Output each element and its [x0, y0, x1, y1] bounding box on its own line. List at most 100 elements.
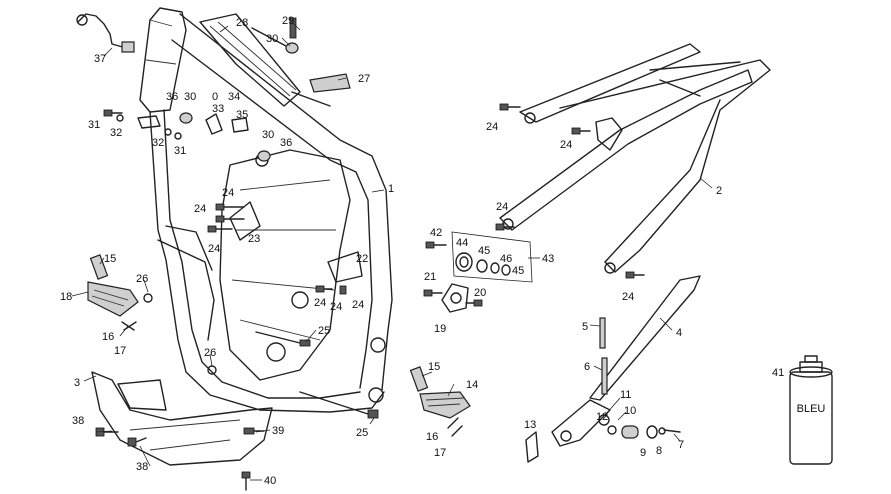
callout-24-f: 24: [352, 299, 364, 311]
callout-23: 23: [248, 233, 260, 245]
bolt-icon: [255, 331, 311, 347]
callout-45-a: 45: [478, 245, 490, 257]
callout-0: 0: [212, 91, 218, 103]
callout-26-a: 26: [136, 273, 148, 285]
callout-24-i: 24: [496, 201, 508, 213]
callout-9: 9: [640, 447, 646, 459]
bolt-icon: [571, 127, 591, 135]
callout-27: 27: [358, 73, 370, 85]
callout-24-g: 24: [486, 121, 498, 133]
bolt-icon: [499, 103, 521, 111]
callout-11: 11: [620, 389, 631, 401]
main-frame: [139, 7, 393, 413]
callout-10: 10: [624, 405, 636, 417]
washer-icon: [164, 128, 172, 136]
paint-can-label: BLEU: [797, 403, 826, 415]
callout-14: 14: [466, 379, 478, 391]
callout-24-e: 24: [330, 301, 342, 313]
callout-5: 5: [582, 321, 588, 333]
callout-24-a: 24: [222, 187, 234, 199]
bolt-icon: [207, 225, 233, 233]
callout-7: 7: [678, 439, 684, 451]
bush-icon: [285, 42, 299, 54]
callout-2: 2: [716, 185, 722, 197]
callout-13: 13: [524, 419, 536, 431]
callout-39: 39: [272, 425, 284, 437]
callout-43: 43: [542, 253, 554, 265]
callouts: 1 2 3 4 5 6 7 8 9 10 11 12 13 14 15 15 1…: [60, 15, 784, 487]
callout-3: 3: [74, 377, 80, 389]
callout-45-b: 45: [512, 265, 524, 277]
clamp-icon: [205, 113, 223, 135]
bracket-icon: [327, 251, 363, 283]
bolt-icon: [215, 203, 245, 211]
bolt-icon: [465, 299, 483, 307]
footpeg-left: [87, 254, 139, 331]
callout-32-b: 32: [152, 137, 164, 149]
footpeg-right: [409, 366, 471, 437]
callout-37: 37: [94, 53, 106, 65]
bearing-kit: [451, 231, 533, 283]
callout-38-b: 38: [136, 461, 148, 473]
callout-42: 42: [430, 227, 442, 239]
bolt-icon: [299, 391, 379, 419]
guard-19: [441, 283, 469, 313]
callout-16-left: 16: [102, 331, 114, 343]
callout-21: 21: [424, 271, 436, 283]
callout-18: 18: [60, 291, 72, 303]
callout-19: 19: [434, 323, 446, 335]
callout-15-left: 15: [104, 253, 116, 265]
callout-46: 46: [500, 253, 512, 265]
bolt-icon: [215, 215, 245, 223]
top-brackets: [199, 13, 351, 107]
callout-24-c: 24: [208, 243, 220, 255]
callout-30-b: 30: [184, 91, 196, 103]
callout-24-d: 24: [314, 297, 326, 309]
bolt-icon: [127, 437, 147, 447]
callout-24-h: 24: [560, 139, 572, 151]
bolt-icon: [423, 289, 443, 297]
callout-16-right: 16: [426, 431, 438, 443]
bolt-icon: [339, 285, 347, 295]
bolt-icon: [103, 109, 123, 117]
bolt-icon: [241, 471, 251, 491]
bolt-icon: [425, 241, 447, 249]
nut-icon: [143, 293, 153, 303]
callout-40: 40: [264, 475, 276, 487]
callout-30-c: 30: [262, 129, 274, 141]
clamp-icon: [137, 115, 161, 129]
bolt-icon: [625, 271, 645, 279]
callout-30-a: 30: [266, 33, 278, 45]
callout-29: 29: [282, 15, 294, 27]
callout-24-j: 24: [622, 291, 634, 303]
paint-can: BLEU: [789, 355, 833, 465]
callout-8: 8: [656, 445, 662, 457]
callout-28: 28: [236, 17, 248, 29]
clamp-icon: [231, 117, 249, 133]
wiring-harness: [76, 13, 135, 53]
callout-31-b: 31: [174, 145, 186, 157]
callout-33: 33: [212, 103, 224, 115]
rear-subframe: [499, 43, 771, 274]
callout-31-a: 31: [88, 119, 100, 131]
callout-22: 22: [356, 253, 368, 265]
callout-12: 12: [596, 411, 608, 423]
bolt-icon: [289, 17, 297, 39]
callout-25-a: 25: [318, 325, 330, 337]
callout-36-a: 36: [166, 91, 178, 103]
callout-4: 4: [676, 327, 682, 339]
bolt-icon: [315, 285, 333, 293]
washer-icon: [116, 114, 124, 122]
callout-25-b: 25: [356, 427, 368, 439]
callout-26-b: 26: [204, 347, 216, 359]
callout-34: 34: [228, 91, 240, 103]
side-stand-hardware: [525, 317, 681, 463]
callout-15-right: 15: [428, 361, 440, 373]
callout-41: 41: [772, 367, 784, 379]
callout-32-a: 32: [110, 127, 122, 139]
leader-lines: [71, 21, 713, 481]
callout-1: 1: [388, 183, 394, 195]
callout-6: 6: [584, 361, 590, 373]
callout-17-left: 17: [114, 345, 126, 357]
